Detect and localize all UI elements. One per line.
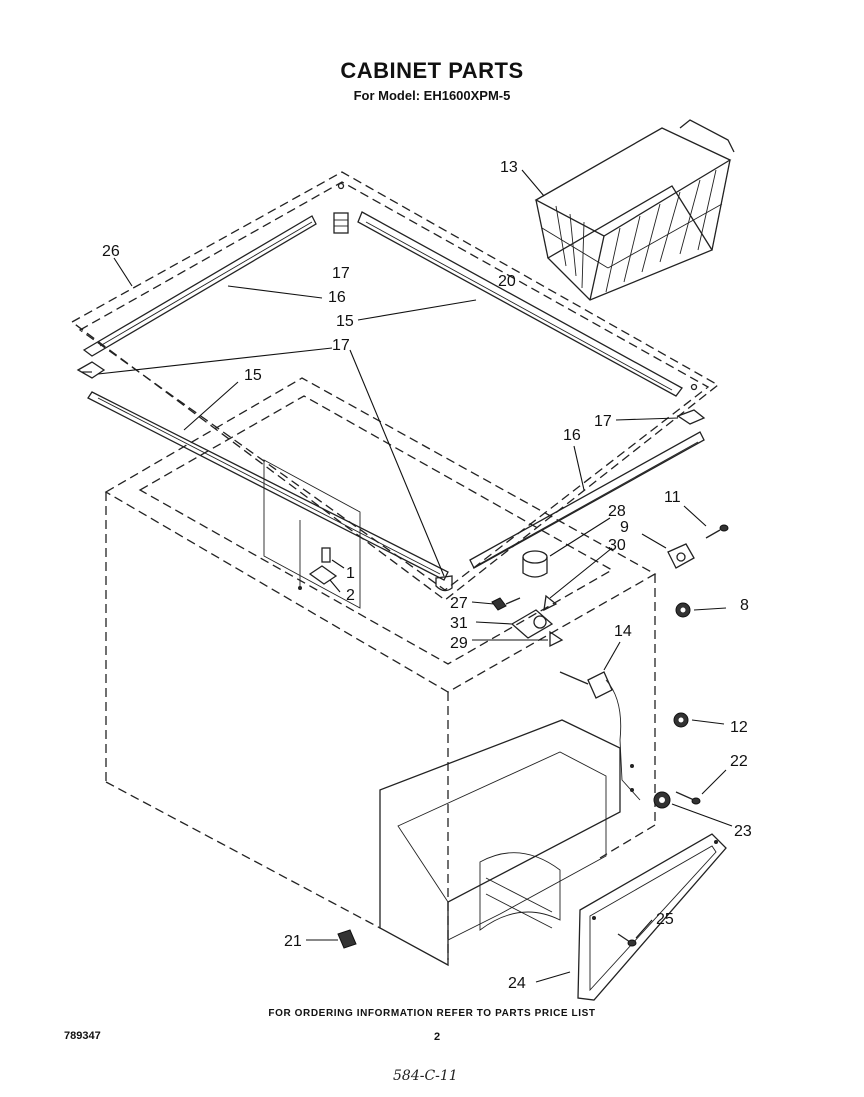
- callout-15-front: 15: [244, 367, 262, 384]
- callout-9: 9: [620, 519, 629, 536]
- screw-part-11: [705, 524, 729, 539]
- handwritten-note: 584-C-11: [393, 1068, 458, 1084]
- screw-part-22: [675, 791, 701, 805]
- ordering-note: FOR ORDERING INFORMATION REFER TO PARTS …: [268, 1008, 596, 1019]
- corner-clip-left: [76, 361, 106, 379]
- callout-27: 27: [450, 595, 468, 612]
- knob-part-28: [522, 550, 548, 578]
- page-title: CABINET PARTS: [340, 58, 524, 83]
- wire-basket: [534, 119, 735, 301]
- callout-11: 11: [664, 489, 681, 506]
- breaker-strip-front-left: [87, 391, 449, 581]
- screw-part-1: [321, 547, 331, 563]
- document-number: 789347: [64, 1030, 101, 1042]
- callout-14: 14: [614, 623, 632, 640]
- access-panel-part-24: [577, 833, 727, 1001]
- callout-labels: 13 26 17 20 16 15 17 15 17 16 11 28 9 30…: [102, 159, 752, 992]
- callout-23: 23: [734, 823, 752, 840]
- corner-clip-right: [676, 383, 706, 425]
- callout-15-top: 15: [336, 313, 354, 330]
- callout-2: 2: [346, 587, 355, 604]
- callout-17-top: 17: [332, 265, 350, 282]
- callout-1: 1: [346, 565, 355, 582]
- callout-13: 13: [500, 159, 518, 176]
- wedge-part-29: [549, 630, 564, 648]
- callout-20: 20: [498, 273, 516, 290]
- callout-16-left: 16: [328, 289, 346, 306]
- callout-22: 22: [730, 753, 748, 770]
- drain-plug-part-21: [337, 929, 357, 949]
- switch-part-14: [559, 671, 641, 801]
- hinge-plate-part-2: [308, 565, 338, 585]
- callout-12: 12: [730, 719, 748, 736]
- callout-29: 29: [450, 635, 468, 652]
- callout-30: 30: [608, 537, 626, 554]
- callout-21: 21: [284, 933, 302, 950]
- callout-24: 24: [508, 975, 526, 992]
- hinge-bracket-part-9: [667, 543, 695, 569]
- cabinet-body-outline: [105, 492, 656, 960]
- grommet-part-12: [673, 712, 689, 728]
- corner-clip-back: [333, 182, 349, 234]
- machine-compartment: [379, 719, 621, 967]
- lid-frame-outline: [70, 171, 720, 601]
- cabinet-top-outline: [104, 377, 657, 693]
- hinge-mount-panel: [263, 459, 361, 609]
- callout-17-left: 17: [332, 337, 350, 354]
- model-subtitle: For Model: EH1600XPM-5: [353, 88, 511, 103]
- wedge-part-30: [543, 594, 558, 612]
- callout-31: 31: [450, 615, 468, 632]
- breaker-strip-back-left: [82, 215, 317, 357]
- corner-clip-front: [435, 575, 453, 592]
- screw-part-25: [617, 933, 637, 947]
- callout-8: 8: [740, 597, 749, 614]
- grommet-part-8: [675, 602, 691, 618]
- callout-25: 25: [656, 911, 674, 928]
- page-number: 2: [434, 1031, 441, 1043]
- screw-part-27: [491, 597, 521, 611]
- leader-lines: [82, 169, 733, 983]
- callout-16-right: 16: [563, 427, 581, 444]
- callout-26: 26: [102, 243, 120, 260]
- callout-28: 28: [608, 503, 626, 520]
- breaker-strip-back-right: [357, 211, 683, 397]
- breaker-strip-front-right: [469, 431, 705, 569]
- bushing-part-23: [653, 791, 671, 809]
- bracket-part-31: [510, 609, 554, 639]
- callout-17-right: 17: [594, 413, 612, 430]
